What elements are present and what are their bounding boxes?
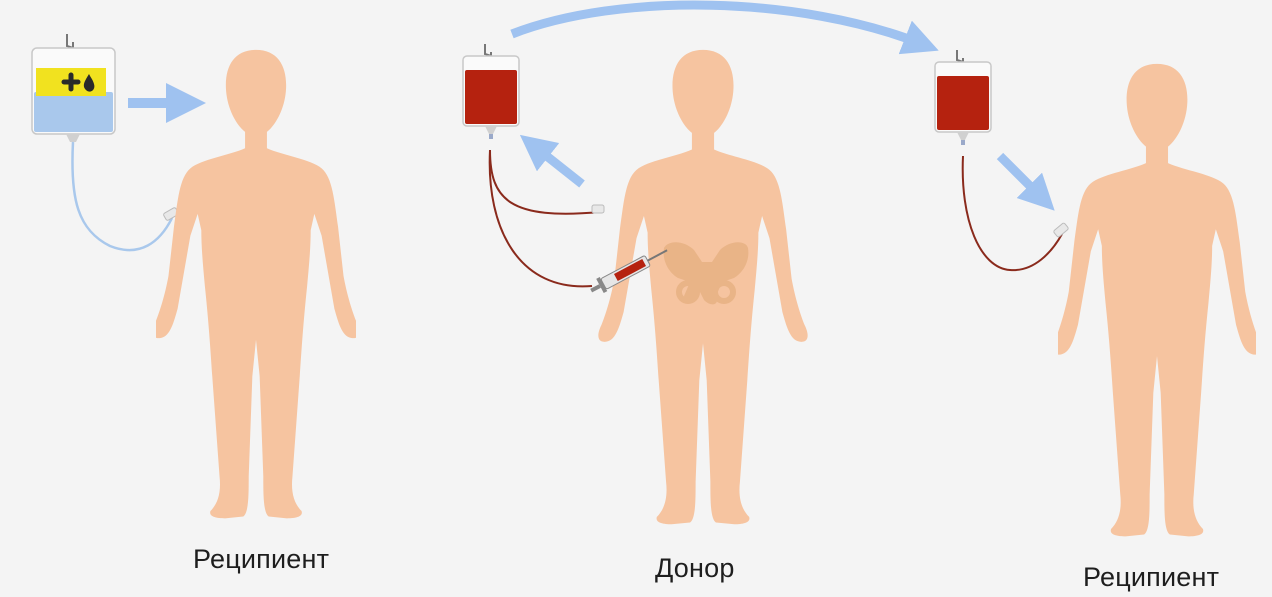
blood-line-arm	[489, 149, 601, 215]
donor-group	[461, 42, 808, 525]
pelvis-bone-icon	[663, 242, 749, 305]
left-recipient-label: Реципиент	[193, 544, 330, 574]
left-group	[31, 34, 356, 519]
arrow-to-recipient-right	[996, 152, 1055, 211]
blood-line-syringe	[488, 149, 593, 288]
left-recipient-body	[156, 49, 356, 519]
right-recipient-label: Реципиент	[1083, 562, 1220, 592]
arrow-transfer	[510, 0, 939, 55]
donor-blood-bag-icon	[461, 42, 521, 141]
iv-line-saline	[71, 141, 174, 252]
conditioning-bag-icon	[31, 34, 116, 142]
recipient-blood-bag-icon	[933, 48, 993, 147]
blood-line-recipient	[961, 155, 1063, 272]
right-recipient-body	[1058, 63, 1256, 537]
donor-label: Донор	[655, 553, 735, 583]
syringe-icon	[590, 249, 668, 294]
right-group	[933, 48, 1256, 537]
arrow-to-blood-bag	[519, 134, 585, 188]
